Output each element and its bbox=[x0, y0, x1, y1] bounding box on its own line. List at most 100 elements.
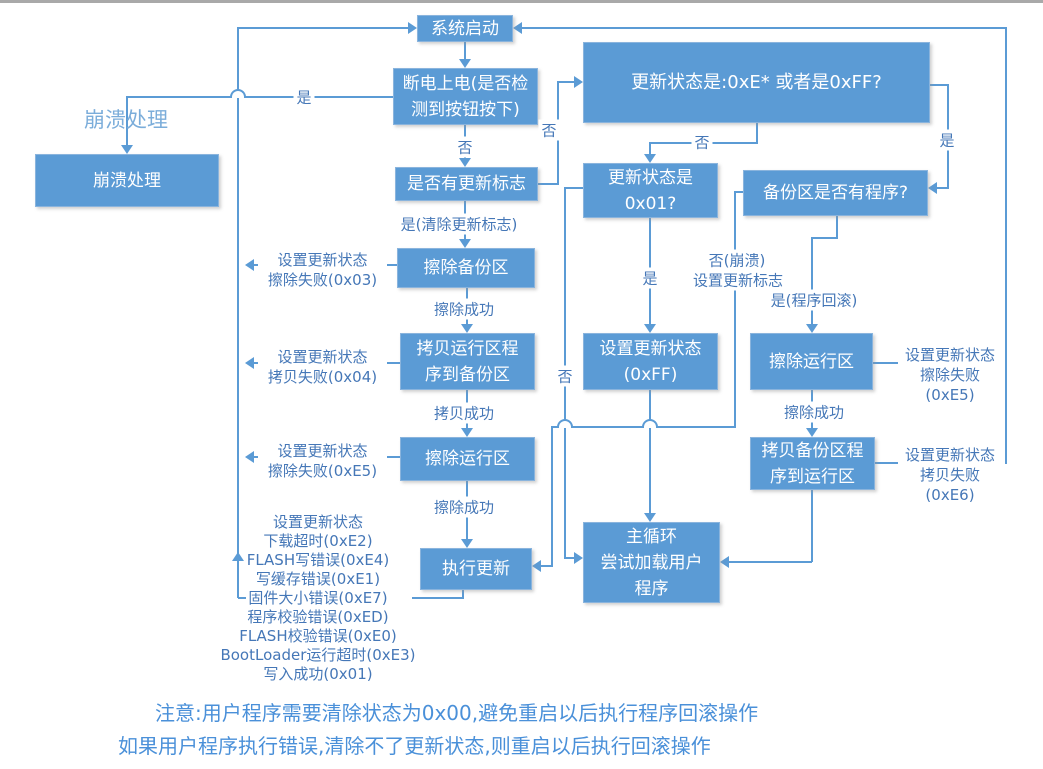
node-erase-run-mid: 擦除运行区 bbox=[400, 437, 535, 481]
arrowhead-into-set-0xff bbox=[644, 324, 656, 333]
edge-label-no-crash-line1: 否(崩溃) bbox=[705, 249, 769, 271]
arrowhead-return-up bbox=[232, 552, 244, 561]
edge-label-yes-bigbox: 是 bbox=[936, 129, 958, 151]
edge-label-yes-clear-flag: 是(清除更新标志) bbox=[397, 213, 521, 235]
fail-label-0xe6: 设置更新状态 拷贝失败(0xE6) bbox=[898, 445, 1002, 505]
connector-line bbox=[734, 191, 736, 428]
edge-label-no-flag: 否 bbox=[538, 119, 560, 141]
arrowhead-into-update-flag bbox=[459, 158, 471, 167]
edge-label-no-poweron: 否 bbox=[454, 136, 476, 158]
connector-line bbox=[729, 561, 812, 563]
arrowhead-into-erase-backup bbox=[459, 239, 471, 248]
connector-line bbox=[1005, 27, 1007, 464]
connector-line bbox=[811, 490, 813, 562]
edge-label-no-crash-line2: 设置更新标志 bbox=[689, 269, 787, 291]
line-jump bbox=[230, 89, 246, 98]
node-power-on: 断电上电(是否检 测到按钮按下) bbox=[393, 68, 538, 125]
connector-line bbox=[127, 96, 393, 98]
line-jump bbox=[642, 419, 658, 428]
connector-line bbox=[558, 81, 575, 83]
node-erase-backup: 擦除备份区 bbox=[397, 248, 535, 288]
arrowhead-into-erase-run-right bbox=[806, 324, 818, 333]
error-list-line: FLASH校验错误(0xE0) bbox=[237, 627, 399, 646]
arrowhead-into-crash bbox=[121, 145, 133, 154]
connector-line bbox=[126, 96, 128, 146]
node-update-flag: 是否有更新标志 bbox=[395, 167, 538, 201]
connector-line bbox=[565, 557, 575, 559]
edge-label-yes-rollback: 是(程序回滚) bbox=[767, 289, 861, 311]
fail-label-0x04: 设置更新状态 拷贝失败(0x04) bbox=[258, 347, 387, 387]
fail-label-0x03: 设置更新状态 擦除失败(0x03) bbox=[258, 250, 387, 290]
error-list-line: 写缓存错误(0xE1) bbox=[253, 570, 383, 589]
connector-line bbox=[238, 27, 408, 29]
edge-label-erase-ok-2: 擦除成功 bbox=[430, 496, 498, 518]
arrowhead-into-sys-start-left bbox=[408, 22, 417, 34]
edge-label-copy-ok: 拷贝成功 bbox=[430, 402, 498, 424]
arrowhead-fail-0x03 bbox=[245, 259, 254, 271]
arrowhead-into-backup-has bbox=[928, 182, 937, 194]
connector-line bbox=[464, 42, 466, 60]
connector-line bbox=[412, 597, 463, 599]
crash-handling-float-label: 崩溃处理 bbox=[84, 108, 168, 132]
top-border-strip bbox=[0, 0, 1043, 3]
error-list-line: 写入成功(0x01) bbox=[261, 665, 375, 684]
connector-line bbox=[735, 191, 743, 193]
arrowhead-into-main-loop-right bbox=[720, 556, 729, 568]
node-crash-handling: 崩溃处理 bbox=[35, 154, 219, 207]
node-set-status-0xff: 设置更新状态 (0xFF) bbox=[583, 333, 718, 390]
node-status-0x01: 更新状态是 0x01? bbox=[583, 163, 718, 218]
node-system-start: 系统启动 bbox=[417, 15, 513, 42]
arrowhead-into-main-loop-top bbox=[644, 513, 656, 522]
edge-label-yes-0x01: 是 bbox=[639, 267, 661, 289]
arrowhead-into-sys-start-right bbox=[513, 22, 522, 34]
arrowhead-into-copy-backup-run bbox=[806, 428, 818, 437]
line-jump bbox=[557, 419, 573, 428]
arrowhead-into-erase-run-mid bbox=[461, 428, 473, 437]
connector-line bbox=[649, 142, 651, 155]
connector-line bbox=[930, 84, 948, 86]
connector-line bbox=[541, 565, 552, 567]
connector-line bbox=[937, 187, 948, 189]
node-main-loop: 主循环 尝试加载用户 程序 bbox=[583, 522, 720, 603]
connector-line bbox=[462, 590, 464, 599]
note-line-1: 注意:用户程序需要清除状态为0x00,避免重启以后执行程序回滚操作 bbox=[155, 701, 759, 725]
node-status-check: 更新状态是:0xE* 或者是0xFF? bbox=[583, 42, 930, 123]
note-line-2: 如果用户程序执行错误,清除不了更新状态,则重启以后执行回滚操作 bbox=[118, 734, 711, 758]
error-list-line: 下载超时(0xE2) bbox=[261, 532, 375, 551]
edge-label-erase-ok-3: 擦除成功 bbox=[780, 401, 848, 423]
error-list-line: BootLoader运行超时(0xE3) bbox=[218, 646, 418, 665]
edge-label-erase-ok-1: 擦除成功 bbox=[430, 298, 498, 320]
node-backup-has-program: 备份区是否有程序? bbox=[743, 170, 928, 216]
connector-line bbox=[551, 426, 553, 567]
fail-label-0xe5-left: 设置更新状态 擦除失败(0xE5) bbox=[258, 441, 387, 481]
connector-line bbox=[811, 237, 813, 324]
connector-line bbox=[237, 27, 239, 598]
connector-line bbox=[538, 183, 559, 185]
edge-label-yes-crash: 是 bbox=[293, 86, 315, 108]
node-exec-update: 执行更新 bbox=[420, 548, 532, 590]
error-list-line: 程序校验错误(0xED) bbox=[245, 608, 391, 627]
arrowhead-into-main-loop-left bbox=[574, 552, 583, 564]
edge-label-no-0x01: 否 bbox=[554, 365, 576, 387]
connector-line bbox=[565, 187, 583, 189]
arrowhead-into-status-0x01 bbox=[644, 154, 656, 163]
error-list-line: FLASH写错误(0xE4) bbox=[244, 551, 392, 570]
arrowhead-into-status-check bbox=[574, 76, 583, 88]
update-status-error-list: 设置更新状态 下载超时(0xE2) FLASH写错误(0xE4) 写缓存错误(0… bbox=[218, 513, 418, 684]
arrowhead-into-power-on bbox=[459, 59, 471, 68]
error-list-line: 固件大小错误(0xE7) bbox=[246, 589, 390, 608]
arrowhead-into-exec-update bbox=[461, 539, 473, 548]
arrowhead-into-copy-run-backup bbox=[461, 324, 473, 333]
arrowhead-fail-0xe5-left bbox=[245, 451, 254, 463]
connector-line bbox=[812, 237, 838, 239]
node-copy-run-to-backup: 拷贝运行区程 序到备份区 bbox=[400, 333, 535, 390]
node-copy-backup-to-run: 拷贝备份区程 序到运行区 bbox=[750, 437, 875, 490]
connector-line bbox=[756, 123, 758, 144]
edge-label-no-bigbox: 否 bbox=[691, 131, 713, 153]
arrowhead-into-exec-update-right bbox=[532, 560, 541, 572]
connector-line bbox=[649, 390, 651, 513]
node-erase-run-right: 擦除运行区 bbox=[750, 333, 873, 390]
connector-line bbox=[522, 27, 1006, 29]
fail-label-0xe5-right: 设置更新状态 擦除失败(0xE5) bbox=[898, 345, 1002, 405]
error-list-line: 设置更新状态 bbox=[270, 513, 365, 532]
